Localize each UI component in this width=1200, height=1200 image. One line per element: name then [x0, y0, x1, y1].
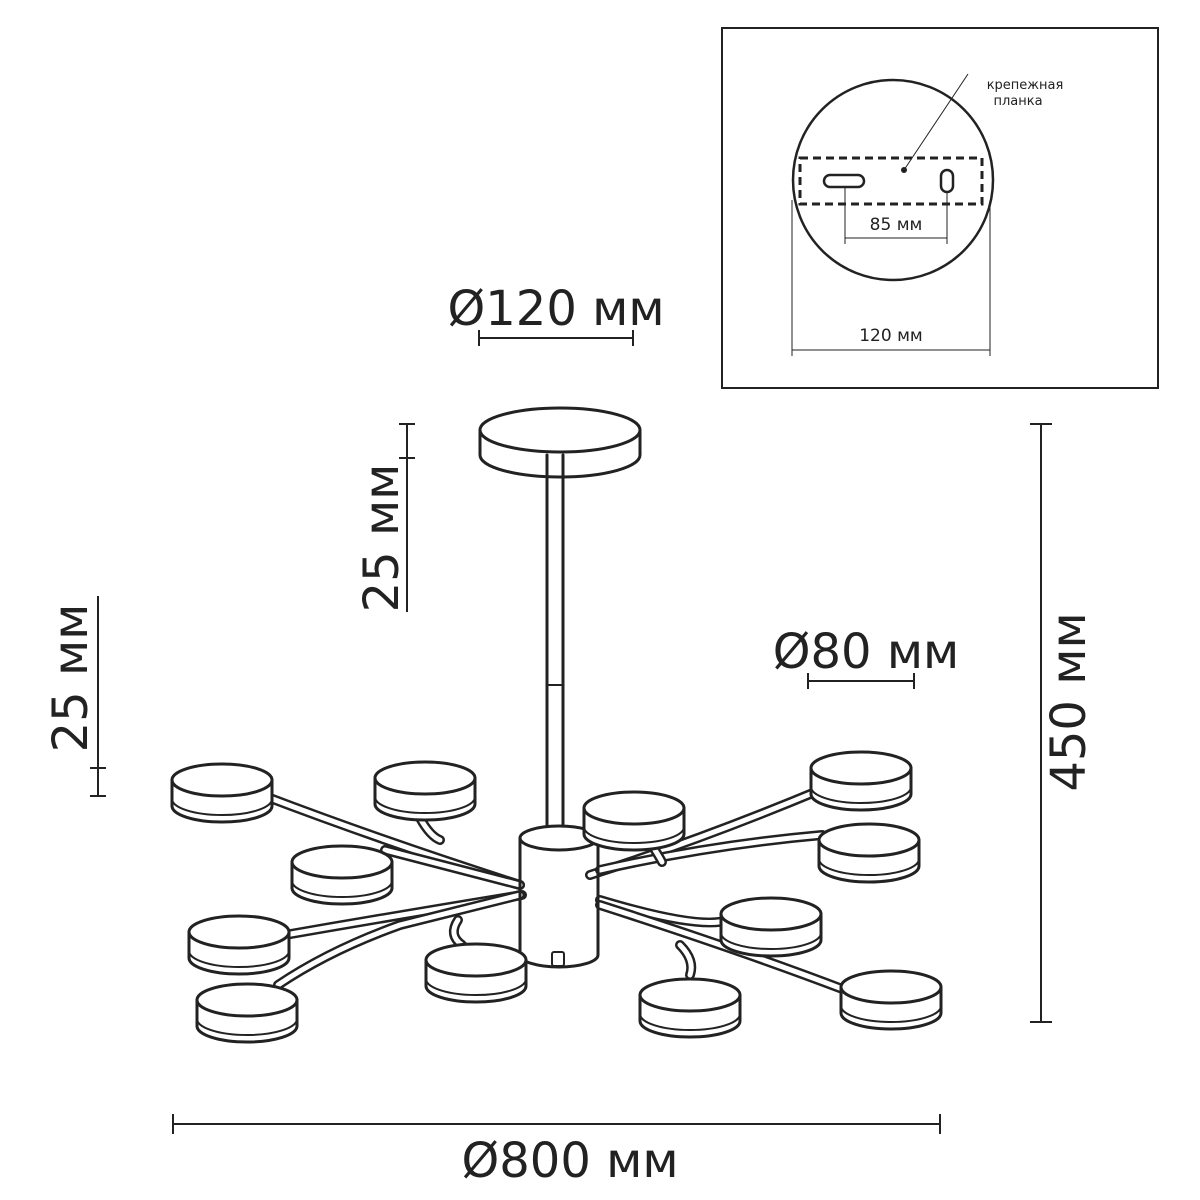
shade-height-value: 25 мм [43, 604, 99, 753]
shade-8 [719, 896, 823, 958]
inset-frame [721, 27, 1159, 389]
shade-3 [582, 790, 686, 852]
shade-12 [839, 969, 943, 1031]
label-leader-line [903, 73, 969, 171]
shade-10 [424, 942, 528, 1004]
shade-6 [817, 822, 921, 884]
shade-1 [170, 762, 274, 824]
plate-width-value: 120 мм [859, 326, 923, 346]
shade-height-dimension: 25 мм [43, 596, 106, 797]
canopy-diameter-dimension: Ø120 мм [447, 281, 665, 346]
mounting-plate-inset: крепежная планка 85 мм 120 мм [721, 27, 1159, 389]
canopy-top-view [791, 78, 995, 282]
slot-hole-left [822, 173, 866, 189]
canopy-diameter-value: Ø120 мм [447, 281, 664, 337]
overall-height-value: 450 мм [1041, 612, 1097, 791]
shade-5 [290, 844, 394, 906]
shade-7 [187, 914, 291, 976]
mounting-plate-outline [798, 156, 984, 206]
arms [257, 785, 850, 995]
mounting-plate-label-2: планка [993, 94, 1042, 109]
shade-diameter-dimension: Ø80 мм [773, 624, 960, 689]
stem-offset-dimension: 25 мм [354, 423, 415, 613]
overall-height-dimension: 450 мм [1030, 423, 1097, 1023]
shade-diameter-value: Ø80 мм [773, 624, 960, 680]
stem [545, 453, 565, 828]
chandelier [170, 406, 943, 1044]
overall-diameter-dimension: Ø800 мм [172, 1114, 941, 1189]
stem-offset-value: 25 мм [354, 464, 410, 613]
shade-2 [373, 760, 477, 822]
shades [170, 750, 943, 1044]
overall-diameter-value: Ø800 мм [461, 1133, 678, 1189]
canopy [478, 406, 642, 479]
central-hub [518, 824, 600, 969]
shade-4 [809, 750, 913, 812]
slot-hole-right [939, 168, 955, 194]
mounting-plate-label-1: крепежная [987, 78, 1064, 93]
hole-spacing-value: 85 мм [870, 215, 923, 235]
shade-11 [638, 977, 742, 1039]
shade-9 [195, 982, 299, 1044]
